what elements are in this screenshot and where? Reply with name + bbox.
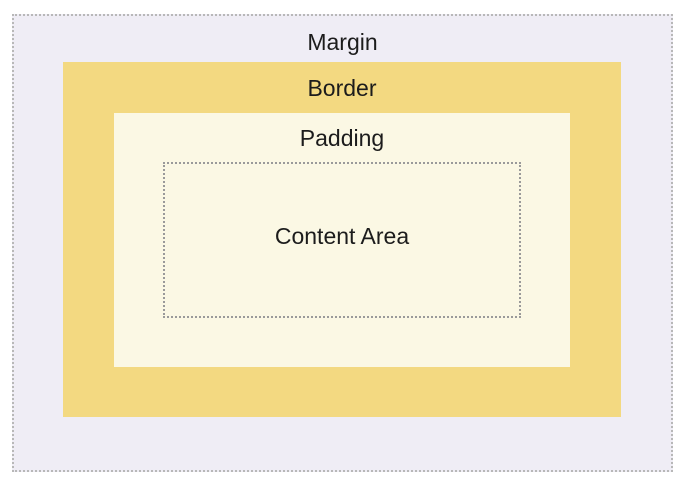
- content-area-label: Content Area: [274, 223, 410, 249]
- margin-label: Margin: [307, 29, 378, 55]
- content-area-box: Content Area: [163, 162, 521, 318]
- border-label: Border: [307, 75, 377, 101]
- padding-label: Padding: [299, 125, 385, 151]
